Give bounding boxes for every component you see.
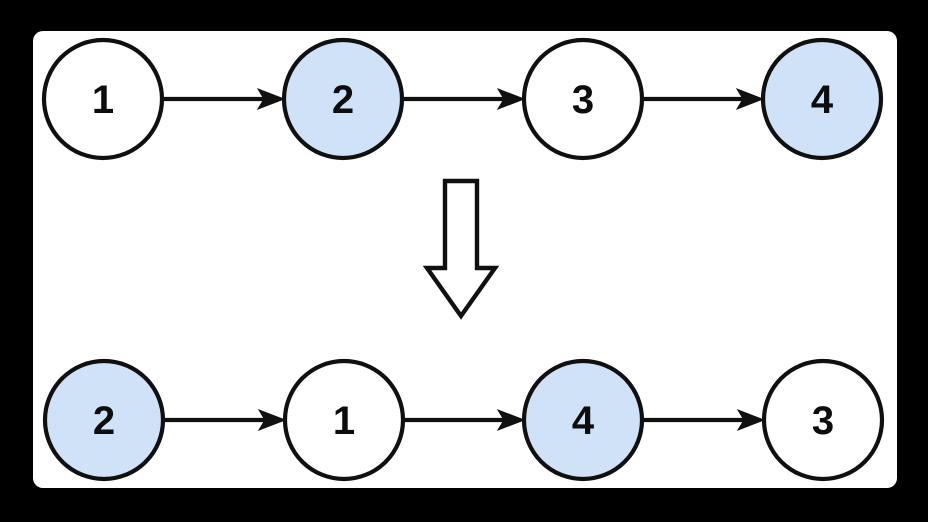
node-circle[interactable] — [521, 37, 645, 161]
output-list-row: 2 1 4 3 — [42, 358, 885, 482]
node-circle[interactable] — [41, 37, 165, 161]
input-edge-3-to-4 — [642, 88, 765, 110]
node-circle[interactable] — [760, 37, 884, 161]
output-node-4[interactable]: 4 — [521, 358, 645, 482]
input-list-row: 1 2 3 4 — [41, 37, 884, 161]
node-circle[interactable] — [42, 358, 166, 482]
input-edge-1-to-2 — [162, 88, 286, 110]
node-circle[interactable] — [521, 358, 645, 482]
arrowhead-icon — [735, 88, 765, 110]
input-node-3[interactable]: 3 — [521, 37, 645, 161]
input-node-2[interactable]: 2 — [281, 37, 405, 161]
node-circle[interactable] — [761, 358, 885, 482]
node-circle[interactable] — [281, 37, 405, 161]
arrowhead-icon — [736, 409, 766, 431]
output-edge-2-to-1 — [163, 409, 287, 431]
output-node-1[interactable]: 1 — [282, 358, 406, 482]
input-edge-2-to-3 — [402, 88, 526, 110]
output-edge-1-to-4 — [403, 409, 526, 431]
node-circle[interactable] — [282, 358, 406, 482]
input-node-1[interactable]: 1 — [41, 37, 165, 161]
output-node-3[interactable]: 3 — [761, 358, 885, 482]
input-node-4[interactable]: 4 — [760, 37, 884, 161]
output-node-2[interactable]: 2 — [42, 358, 166, 482]
down-block-arrow-icon — [422, 178, 500, 320]
arrowhead-icon — [257, 409, 287, 431]
arrowhead-icon — [256, 88, 286, 110]
arrowhead-icon — [496, 409, 526, 431]
arrowhead-icon — [496, 88, 526, 110]
output-edge-4-to-3 — [642, 409, 766, 431]
